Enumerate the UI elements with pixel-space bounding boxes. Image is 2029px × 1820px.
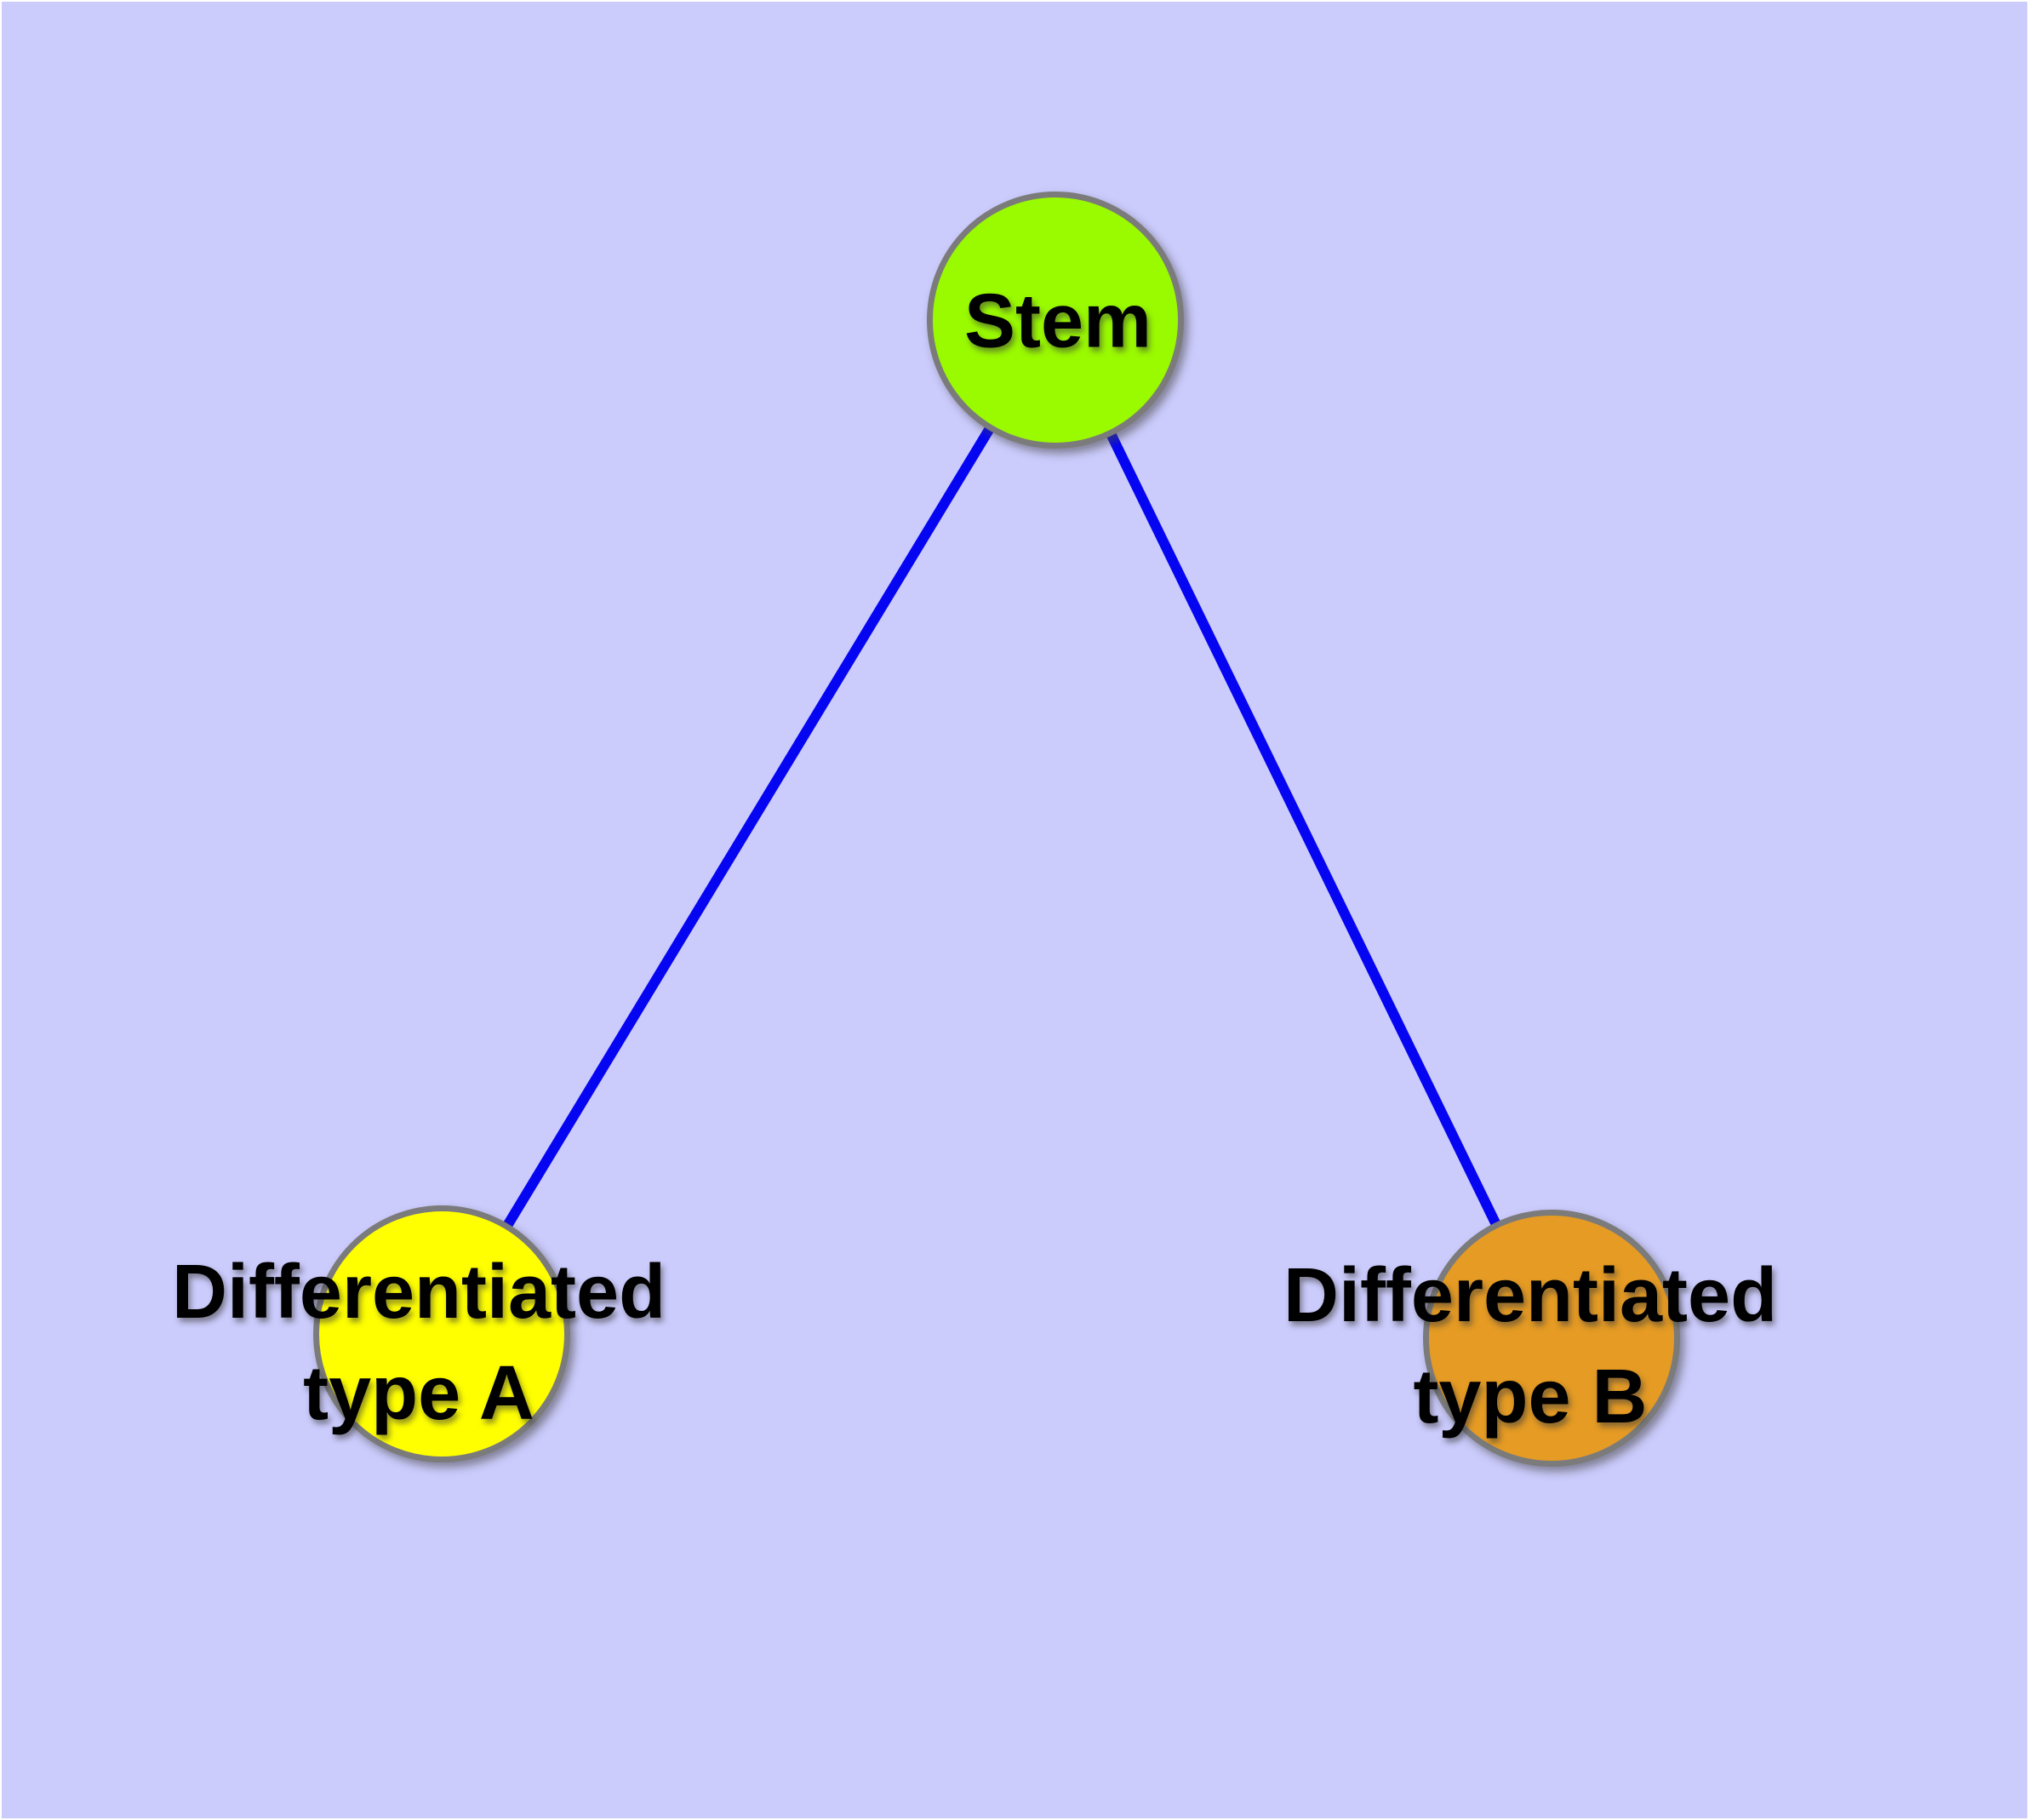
node-stem-label: Stem <box>964 272 1152 373</box>
node-differentiated-type-b-circle <box>1423 1210 1680 1467</box>
edge-stem-to-type-b <box>1050 318 1557 1341</box>
node-type-a-label-line-1: Differentiated <box>171 1250 666 1336</box>
node-type-b-label-line-2: type B <box>1413 1354 1648 1439</box>
node-differentiated-type-a-circle <box>313 1205 570 1462</box>
node-differentiated-type-a-label: Differentiated type A <box>172 1242 666 1445</box>
node-differentiated-type-b-label: Differentiated type B <box>1283 1245 1777 1448</box>
node-type-a-label-line-2: type A <box>303 1351 534 1436</box>
node-stem-label-line: Stem <box>963 278 1152 364</box>
node-type-b-label-line-1: Differentiated <box>1283 1253 1778 1339</box>
node-stem-circle <box>927 192 1184 449</box>
edge-stem-to-type-a <box>437 317 1060 1337</box>
